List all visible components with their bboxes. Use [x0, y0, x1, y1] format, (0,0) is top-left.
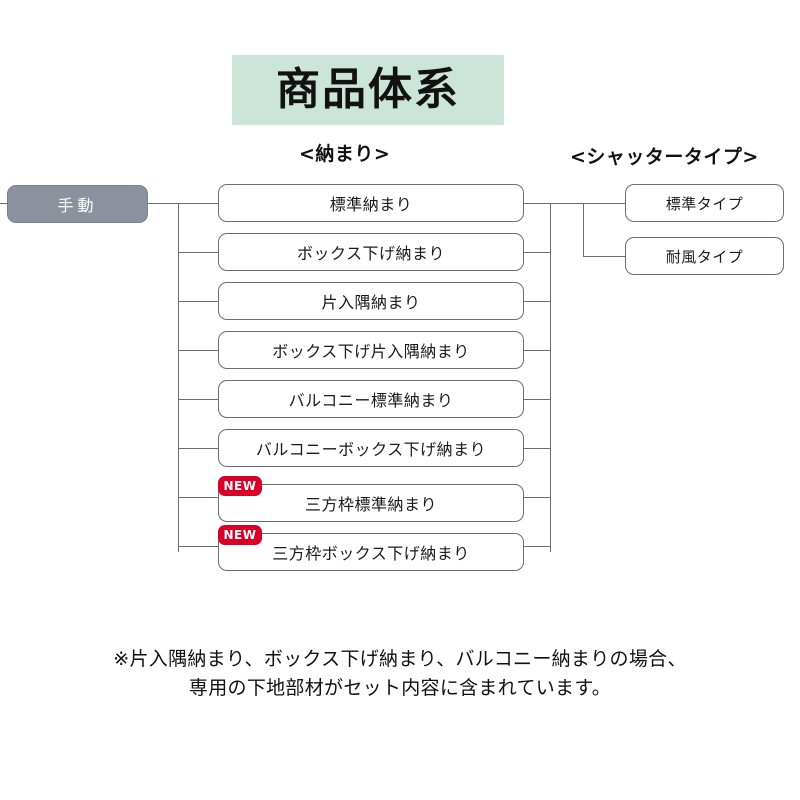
node-osamari-1-label: 標準納まり: [329, 195, 413, 214]
node-osamari-8[interactable]: 三方枠ボックス下げ納まり: [218, 533, 524, 571]
node-osamari-2[interactable]: ボックス下げ納まり: [218, 233, 524, 271]
connector-osamari-out-8: [524, 546, 551, 548]
connector-branch-shutter-2: [583, 256, 625, 258]
node-osamari-5-label: バルコニー標準納まり: [288, 391, 454, 410]
new-badge-osamari-7: NEW: [218, 476, 262, 496]
connector-right-collector-spine: [550, 203, 552, 552]
column-header-shutter: <シャッタータイプ>: [570, 146, 759, 168]
connector-root-left-stub: [0, 203, 8, 205]
connector-branch-shutter-1: [583, 203, 625, 205]
new-badge-osamari-8-label: NEW: [223, 528, 257, 542]
footnote-line-2: 専用の下地部材がセット内容に含まれています。: [188, 677, 612, 700]
connector-osamari-out-4: [524, 350, 551, 352]
root-node-manual[interactable]: 手動: [7, 185, 148, 223]
node-osamari-5[interactable]: バルコニー標準納まり: [218, 380, 524, 418]
node-shutter-2-label: 耐風タイプ: [665, 247, 744, 266]
node-osamari-8-label: 三方枠ボックス下げ納まり: [272, 544, 470, 563]
footnote-line-1: ※片入隅納まり、ボックス下げ納まり、バルコニー納まりの場合、: [113, 648, 687, 670]
node-osamari-1[interactable]: 標準納まり: [218, 184, 524, 222]
node-osamari-3[interactable]: 片入隅納まり: [218, 282, 524, 320]
connector-branch-osamari-2: [178, 252, 218, 254]
node-shutter-1-label: 標準タイプ: [665, 194, 744, 213]
node-osamari-6-label: バルコニーボックス下げ納まり: [255, 440, 487, 459]
column-header-osamari: <納まり>: [299, 143, 391, 165]
connector-branch-osamari-7: [178, 497, 218, 499]
node-osamari-4[interactable]: ボックス下げ片入隅納まり: [218, 331, 524, 369]
new-badge-osamari-8: NEW: [218, 525, 262, 545]
connector-branch-osamari-8: [178, 546, 218, 548]
connector-branch-osamari-4: [178, 350, 218, 352]
connector-osamari-out-1: [524, 203, 551, 205]
connector-osamari-out-3: [524, 301, 551, 303]
node-osamari-7[interactable]: 三方枠標準納まり: [218, 484, 524, 522]
page-title: 商品体系: [276, 64, 460, 115]
connector-osamari-out-7: [524, 497, 551, 499]
node-shutter-1[interactable]: 標準タイプ: [625, 184, 784, 222]
connector-left-spine: [178, 203, 180, 552]
connector-root-to-spine: [148, 203, 218, 205]
connector-osamari-out-5: [524, 399, 551, 401]
node-osamari-4-label: ボックス下げ片入隅納まり: [272, 342, 470, 361]
node-osamari-2-label: ボックス下げ納まり: [296, 244, 446, 263]
node-shutter-2[interactable]: 耐風タイプ: [625, 237, 784, 275]
node-osamari-3-label: 片入隅納まり: [321, 293, 421, 312]
connector-branch-osamari-5: [178, 399, 218, 401]
connector-osamari-out-6: [524, 448, 551, 450]
footnote: ※片入隅納まり、ボックス下げ納まり、バルコニー納まりの場合、 専用の下地部材がセ…: [0, 645, 800, 704]
connector-branch-osamari-6: [178, 448, 218, 450]
connector-osamari-out-2: [524, 252, 551, 254]
node-osamari-6[interactable]: バルコニーボックス下げ納まり: [218, 429, 524, 467]
page-title-banner: 商品体系: [232, 55, 504, 125]
root-node-label: 手動: [57, 196, 98, 215]
connector-collector-to-shutter: [550, 203, 585, 205]
connector-branch-osamari-3: [178, 301, 218, 303]
connector-shutter-spine: [583, 203, 585, 256]
node-osamari-7-label: 三方枠標準納まり: [304, 495, 437, 514]
new-badge-osamari-7-label: NEW: [223, 479, 257, 493]
